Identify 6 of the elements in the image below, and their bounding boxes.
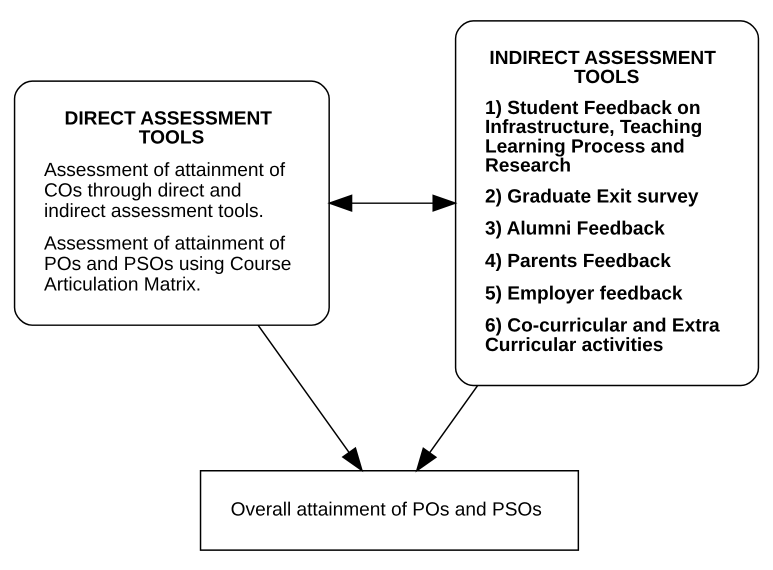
- node-box: DIRECT ASSESSMENT TOOLS Assessment of attainment of COs through direct and indirect assessment tools. Assessment of attainment of POs and PSOs using Course Articulation Matrix.: [14, 80, 330, 326]
- arrow: [327, 194, 458, 212]
- arrow: [258, 324, 364, 472]
- arrow: [415, 384, 478, 472]
- node-box: INDIRECT ASSESSMENT TOOLS 1) Student Feedback on Infrastructure, Teaching Learning Process and Research 2) Graduate Exit survey 3) Alumni Feedback 4) Parents Feedback 5) Employer feedback 6) Co-curricular and Extra Curricular activities: [454, 20, 760, 386]
- node-box: Overall attainment of POs and PSOs: [200, 470, 580, 550]
